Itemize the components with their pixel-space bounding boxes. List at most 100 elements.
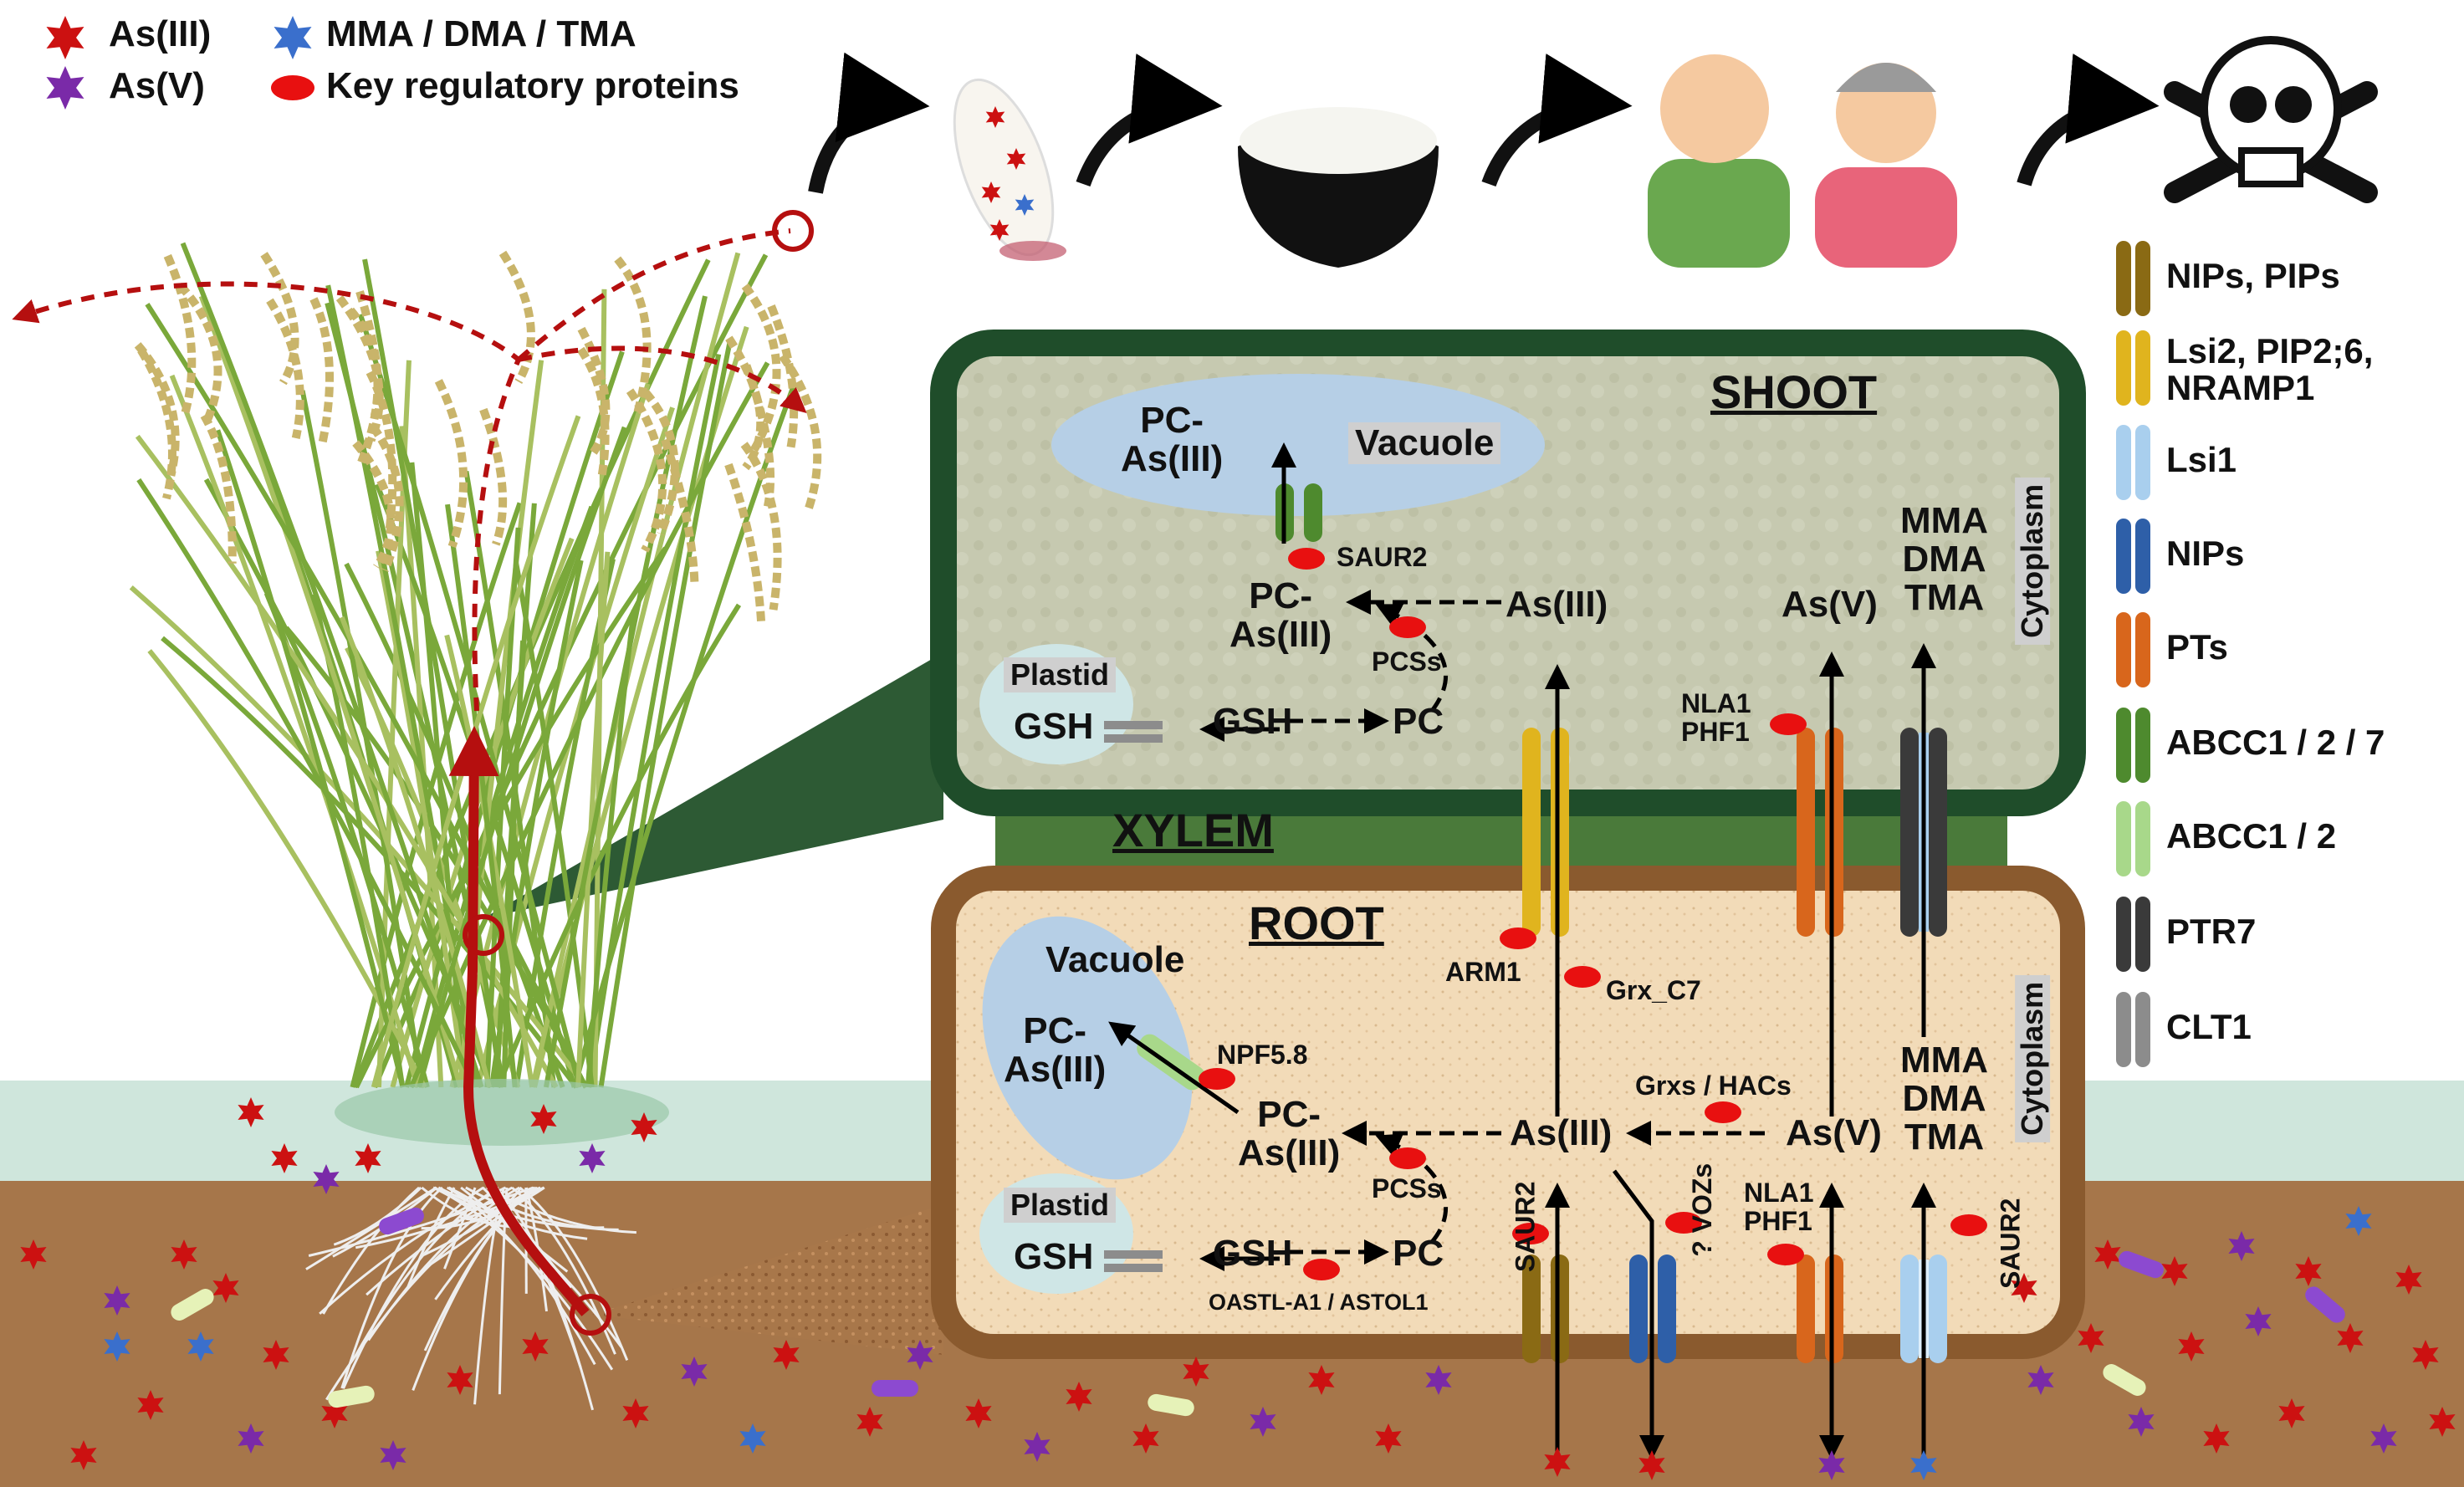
food-chain-arrow-4 <box>2024 104 2141 184</box>
root-gsh-plastid: GSH <box>1014 1238 1093 1276</box>
legend-transporter-right-3 <box>2135 519 2150 594</box>
rice-grain-shadow <box>999 241 1066 261</box>
legend-transporter-left-3 <box>2116 519 2131 594</box>
legend-as3-icon <box>47 16 84 59</box>
legend-transporter-right-6 <box>2135 801 2150 876</box>
root-lsi1-channel-left <box>1900 1254 1919 1363</box>
shoot-nla1-protein <box>1770 713 1807 735</box>
root-pt-channel-left <box>1797 1254 1815 1363</box>
root-plastid-label: Plastid <box>1004 1188 1116 1223</box>
shoot-ptr7-channel-left <box>1900 728 1919 937</box>
shoot-pc: PC <box>1393 703 1444 741</box>
legend-right-2: Lsi1 <box>2166 442 2237 478</box>
root-saur2-right-protein <box>1950 1214 1987 1236</box>
legend-protein-icon <box>271 75 314 100</box>
legend-transporter-right-1 <box>2135 330 2150 406</box>
soil-microbe <box>872 1380 918 1397</box>
legend-as5-icon <box>47 66 84 110</box>
grain-marker <box>774 212 811 249</box>
elderly-people-icon <box>1648 54 1957 268</box>
legend-transporter-left-4 <box>2116 612 2131 687</box>
root-npf58-label: NPF5.8 <box>1217 1041 1307 1070</box>
root-lsi1-channel-right <box>1929 1254 1947 1363</box>
legend-transporter-left-0 <box>2116 241 2131 316</box>
root-vozs-label: ? VOZs <box>1689 1163 1717 1257</box>
food-chain-arrow-1 <box>815 104 912 192</box>
rice-in-bowl <box>1240 107 1437 174</box>
root-pcss-label: PCSs <box>1372 1175 1442 1203</box>
legend-right-4: PTs <box>2166 629 2228 666</box>
shoot-pt-channel-right <box>1825 728 1843 937</box>
root-clt1-b <box>1104 1264 1163 1272</box>
shoot-saur2-protein <box>1288 548 1325 570</box>
root-gsh: GSH <box>1213 1234 1292 1273</box>
root-arm1-label: ARM1 <box>1445 958 1521 987</box>
shoot-ptr7-channel-right <box>1929 728 1947 937</box>
root-pcss-protein <box>1389 1147 1426 1169</box>
legend-transporter-left-8 <box>2116 992 2131 1067</box>
root-vacuole-pc-as3: PC- As(III) <box>1004 1012 1106 1089</box>
root-nip-pip-channel-right <box>1551 1254 1569 1363</box>
root-arm1-protein <box>1500 927 1536 949</box>
shoot-abcc-channel-right <box>1304 483 1322 542</box>
shoot-vacuole-pc-as3: PC- As(III) <box>1121 401 1223 478</box>
shoot-vacuole-label: Vacuole <box>1348 422 1500 464</box>
shoot-nla1-phf1: NLA1 PHF1 <box>1681 690 1751 746</box>
legend-as5-label: As(V) <box>109 67 205 105</box>
legend-transporter-right-0 <box>2135 241 2150 316</box>
root-as5-label: As(V) <box>1786 1114 1882 1152</box>
root-pc-as3: PC- As(III) <box>1238 1096 1340 1173</box>
legend-right-5: ABCC1 / 2 / 7 <box>2166 724 2385 761</box>
legend-right-6: ABCC1 / 2 <box>2166 818 2336 855</box>
root-grxs-protein <box>1705 1101 1741 1123</box>
shoot-lsi2-channel-right <box>1551 728 1569 937</box>
legend-right-7: PTR7 <box>2166 913 2256 950</box>
root-nip-channel-left <box>1629 1254 1648 1363</box>
rice-grain-icon <box>934 67 1072 268</box>
root-nla1-phf1: NLA1 PHF1 <box>1744 1179 1814 1235</box>
root-cytoplasm-label: Cytoplasm <box>2015 975 2050 1142</box>
legend-transporter-left-2 <box>2116 425 2131 500</box>
legend-proteins-label: Key regulatory proteins <box>326 67 739 105</box>
panicle <box>314 299 330 443</box>
root-grxs-label: Grxs / HACs <box>1635 1072 1792 1101</box>
shoot-gsh: GSH <box>1213 703 1292 741</box>
shoot-plastid-label: Plastid <box>1004 657 1116 692</box>
shoot-pt-channel-left <box>1797 728 1815 937</box>
legend-transporter-right-8 <box>2135 992 2150 1067</box>
shoot-pcss-label: PCSs <box>1372 648 1442 677</box>
skull-icon <box>2175 40 2367 192</box>
legend-transporter-left-1 <box>2116 330 2131 406</box>
plant-base-water <box>335 1079 669 1146</box>
root-vacuole-label: Vacuole <box>1045 941 1184 979</box>
legend-right-1: Lsi2, PIP2;6, NRAMP1 <box>2166 333 2451 406</box>
shoot-gsh-plastid: GSH <box>1014 708 1093 746</box>
legend-transporter-right-4 <box>2135 612 2150 687</box>
legend-transporter-right-2 <box>2135 425 2150 500</box>
shoot-cytoplasm-label: Cytoplasm <box>2015 478 2050 645</box>
legend-right-8: CLT1 <box>2166 1009 2252 1045</box>
legend-right-0: NIPs, PIPs <box>2166 258 2340 294</box>
root-as3-label: As(III) <box>1510 1114 1612 1152</box>
shoot-title: SHOOT <box>1710 368 1877 417</box>
legend-as3-label: As(III) <box>109 15 211 54</box>
legend-methyl-icon <box>274 16 312 59</box>
root-saur2-left: SAUR2 <box>1511 1182 1540 1272</box>
legend-transporter-left-6 <box>2116 801 2131 876</box>
food-chain-arrow-3 <box>1489 104 1614 184</box>
root-nla1-protein <box>1767 1244 1804 1265</box>
legend-transporter-left-5 <box>2116 708 2131 783</box>
shoot-pc-as3: PC- As(III) <box>1229 577 1332 654</box>
shoot-clt1-b <box>1104 734 1163 743</box>
shoot-as3-label: As(III) <box>1505 585 1608 624</box>
root-saur2-right: SAUR2 <box>1996 1198 2025 1289</box>
xylem-title: XYLEM <box>1112 806 1274 856</box>
root-oastl-label: OASTL-A1 / ASTOL1 <box>1209 1290 1429 1314</box>
shoot-clt1-a <box>1104 721 1163 729</box>
root-clt1-a <box>1104 1250 1163 1259</box>
root-grxc7-protein <box>1564 966 1601 988</box>
root-pc: PC <box>1393 1234 1444 1273</box>
grain-path-top <box>519 231 790 360</box>
root-title: ROOT <box>1249 899 1384 948</box>
